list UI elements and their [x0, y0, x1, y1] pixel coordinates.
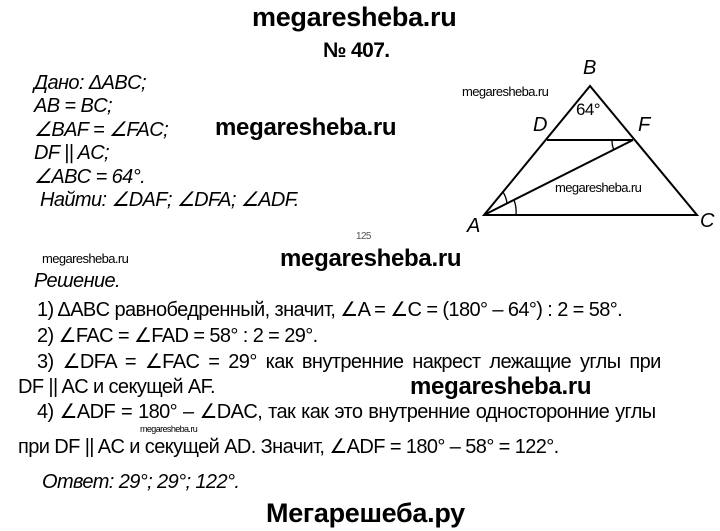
problem-number: № 407.: [323, 39, 390, 62]
solution-step: DF || AC и секущей AF.: [18, 376, 216, 398]
solution-step: 1) ΔABC равнобедренный, значит, ∠A = ∠C …: [37, 299, 623, 321]
site-footer[interactable]: Мегарешеба.ру: [266, 498, 465, 528]
watermark: megaresheba.ru: [42, 251, 129, 266]
given-line: DF || AC;: [34, 142, 110, 164]
solution-step: 2) ∠FAC = ∠FAD = 58° : 2 = 29°.: [37, 325, 318, 347]
given-line: ∠ABC = 64°.: [34, 166, 146, 188]
segment-af: [483, 139, 634, 216]
angle-arc: [611, 139, 615, 151]
label-a: A: [467, 215, 481, 237]
watermark: megaresheba.ru: [280, 245, 462, 272]
angle-label: 64°: [576, 100, 601, 119]
watermark: megaresheba.ru: [215, 114, 397, 141]
page-fragment: 125: [356, 231, 371, 242]
watermark: megaresheba.ru: [140, 424, 198, 434]
label-d: D: [533, 114, 548, 136]
watermark: megaresheba.ru: [462, 84, 549, 99]
solution-step: при DF || AC и секущей AD. Значит, ∠ADF …: [18, 436, 559, 458]
watermark: megaresheba.ru: [555, 180, 642, 195]
label-b: B: [583, 57, 597, 79]
solution-heading: Решение.: [34, 270, 121, 292]
given-line: ∠BAF = ∠FAC;: [34, 119, 169, 141]
angle-arc: [502, 191, 508, 204]
answer: Ответ: 29°; 29°; 122°.: [42, 471, 240, 493]
solution-step: 4) ∠ADF = 180° – ∠DAC, так как это внутр…: [37, 401, 656, 423]
given-line: Дано: ΔABC;: [34, 72, 147, 94]
label-c: C: [700, 210, 715, 232]
watermark: megaresheba.ru: [410, 373, 592, 400]
given-line: AB = BC;: [34, 95, 113, 117]
solution-step: 3) ∠DFA = ∠FAC = 29° как внутренние накр…: [37, 351, 661, 373]
site-header[interactable]: megaresheba.ru: [252, 2, 457, 32]
angle-arc: [513, 199, 517, 216]
triangle-abc: [481, 84, 700, 216]
label-f: F: [638, 114, 651, 136]
find-line: Найти: ∠DAF; ∠DFA; ∠ADF.: [40, 189, 299, 211]
